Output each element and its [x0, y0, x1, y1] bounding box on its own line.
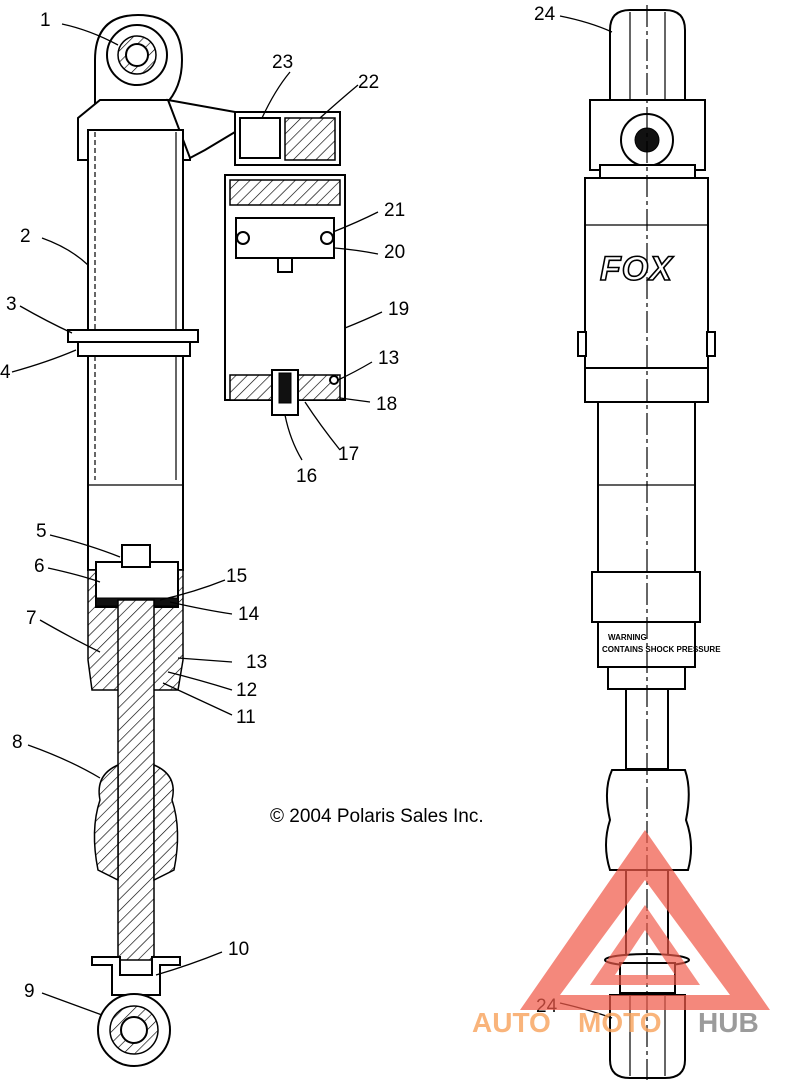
leader-16	[284, 414, 303, 461]
upper-collar-tab-right	[706, 331, 716, 357]
leader-17	[304, 401, 341, 451]
shaft	[117, 599, 155, 961]
leader-7	[39, 619, 101, 653]
upper-collar-tab-left	[577, 331, 587, 357]
external-view: FOX WARNING CONTAINS SHOCK PRESSURE	[577, 5, 721, 1080]
leader-19	[344, 311, 383, 329]
leader-18	[339, 397, 371, 403]
leader-9	[41, 992, 103, 1016]
leader-13a	[177, 657, 233, 663]
leader-20	[334, 247, 379, 255]
leader-4	[11, 349, 77, 373]
leader-5	[49, 534, 121, 558]
callout-10: 10	[228, 939, 249, 960]
callout-18: 18	[376, 394, 397, 415]
watermark-auto: AUTO	[472, 1007, 551, 1038]
leader-11	[162, 682, 233, 716]
callout-16: 16	[296, 466, 317, 487]
reservoir-oring-lower	[329, 375, 339, 385]
callout-20: 20	[384, 242, 405, 263]
callout-15: 15	[226, 566, 247, 587]
reservoir-valve-core	[278, 372, 292, 404]
piston-nut	[121, 544, 151, 568]
callout-7: 7	[26, 608, 37, 629]
watermark-inner-triangle	[590, 905, 700, 985]
reservoir-piston	[235, 217, 335, 259]
copyright-notice: © 2004 Polaris Sales Inc.	[270, 806, 484, 827]
callout-2: 2	[20, 226, 31, 247]
reservoir-valve-body	[284, 117, 336, 161]
callout-4: 4	[0, 362, 11, 383]
callout-numbers: 1 2 3 4 5 6 7 8 9 10 11 12 13 14 15 16 1…	[0, 4, 558, 1017]
reservoir-body	[224, 174, 346, 401]
callout-21: 21	[384, 200, 405, 221]
warning-sub-label: CONTAINS SHOCK PRESSURE	[602, 645, 721, 654]
callout-17: 17	[338, 444, 359, 465]
leader-21	[332, 211, 379, 233]
bump-stop-right	[153, 763, 179, 882]
callout-6: 6	[34, 556, 45, 577]
preload-collar	[77, 341, 191, 357]
callout-19: 19	[388, 299, 409, 320]
leader-15	[159, 579, 226, 601]
leader-13b	[337, 361, 373, 381]
leader-23	[261, 71, 291, 119]
callout-13a: 13	[246, 652, 267, 673]
callout-22: 22	[358, 72, 379, 93]
bottom-bushing-bore	[120, 1016, 148, 1044]
ext-boot	[605, 769, 692, 871]
reservoir-piston-stem	[277, 257, 293, 273]
callout-24a: 24	[534, 4, 556, 25]
reservoir-adjuster	[239, 117, 281, 159]
callout-8: 8	[12, 732, 23, 753]
watermark-hub: HUB	[698, 1007, 759, 1038]
callout-14: 14	[238, 604, 260, 625]
callout-23: 23	[272, 52, 293, 73]
top-bushing-bore	[125, 43, 149, 67]
reservoir-top-cap	[229, 179, 341, 206]
watermark-moto: MOTO	[578, 1007, 661, 1038]
leader-8	[27, 744, 101, 779]
callout-11: 11	[236, 707, 256, 728]
leader-6	[47, 567, 101, 583]
leader-22	[319, 84, 359, 119]
callout-3: 3	[6, 294, 17, 315]
leader-24a	[559, 15, 613, 33]
bump-stop-left	[93, 763, 119, 882]
leader-12	[167, 671, 233, 691]
leader-lines	[11, 15, 613, 1019]
callout-1: 1	[40, 10, 51, 31]
reservoir-oring-right	[320, 231, 334, 245]
spring-retainer	[91, 956, 181, 996]
leader-1	[61, 23, 119, 46]
watermark-logo: AUTO MOTO HUB	[472, 830, 770, 1038]
leader-14	[169, 601, 233, 615]
preload-ring	[67, 329, 199, 343]
callout-13b: 13	[378, 348, 399, 369]
callout-12: 12	[236, 680, 257, 701]
leader-10	[155, 951, 223, 976]
watermark-triangle-icon	[520, 830, 770, 1010]
warning-label: WARNING	[608, 633, 647, 642]
leader-2	[41, 237, 89, 266]
sectional-view	[67, 13, 346, 1067]
reservoir-oring-left	[236, 231, 250, 245]
leader-3	[19, 305, 73, 334]
fox-logo: FOX	[600, 250, 674, 288]
lower-collar	[591, 571, 701, 623]
callout-9: 9	[24, 981, 35, 1002]
callout-5: 5	[36, 521, 47, 542]
